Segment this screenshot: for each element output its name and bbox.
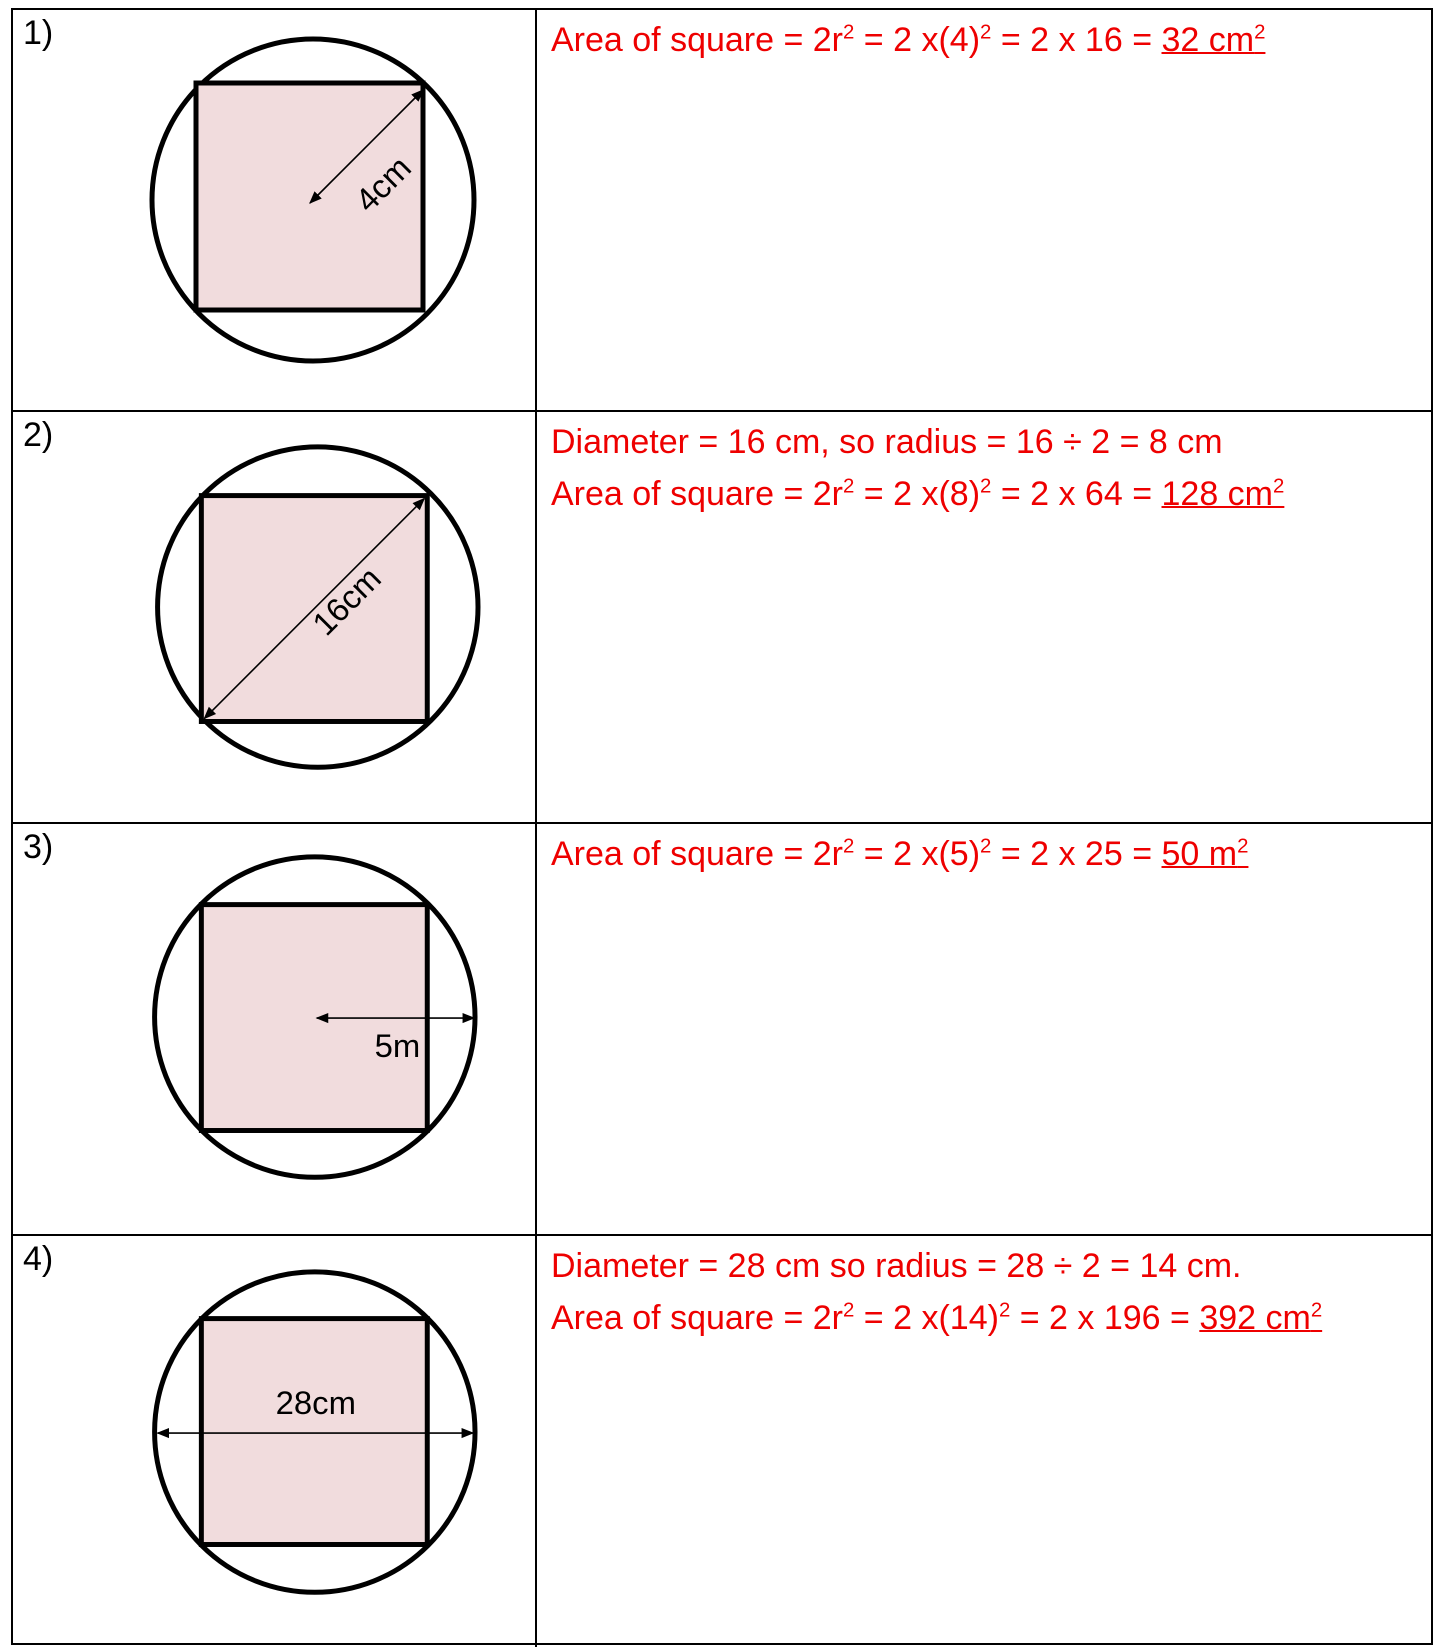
answer-text: Area of square = 2r2 = 2 x(4)2 = 2 x 16 …: [551, 14, 1265, 66]
question-row-3: 3) 5m Area of square = 2r2 = 2 x(5)2 = 2…: [13, 822, 1431, 1234]
answer-cell-3: Area of square = 2r2 = 2 x(5)2 = 2 x 25 …: [537, 824, 1431, 1234]
answer-line: Diameter = 28 cm so radius = 28 ÷ 2 = 14…: [551, 1247, 1242, 1285]
question-number: 2): [23, 416, 54, 454]
answer-line: Area of square = 2r2 = 2 x(5)2 = 2 x 25 …: [551, 835, 1249, 873]
measurement-label: 5m: [375, 1027, 421, 1064]
answer-result: 50 m2: [1161, 835, 1249, 873]
circle-square-diagram-3: 5m: [152, 854, 478, 1180]
question-row-1: 1) 4cm Area of square = 2r2 = 2 x(4)2 = …: [13, 10, 1431, 410]
question-number: 3): [23, 828, 54, 866]
diagram-cell-2: 2) 16cm: [13, 412, 537, 822]
diameter-arrow: [203, 497, 426, 720]
question-row-4: 4) 28cm Diameter = 28 cm so radius = 28 …: [13, 1234, 1431, 1647]
diagram-cell-3: 3) 5m: [13, 824, 537, 1234]
inscribed-square: [198, 1316, 430, 1547]
answer-cell-4: Diameter = 28 cm so radius = 28 ÷ 2 = 14…: [537, 1236, 1431, 1647]
circle-square-diagram-1: 4cm: [149, 36, 477, 364]
answer-line: Area of square = 2r2 = 2 x(8)2 = 2 x 64 …: [551, 475, 1285, 513]
answer-result: 128 cm2: [1161, 475, 1285, 513]
diagram-cell-1: 1) 4cm: [13, 10, 537, 410]
answer-result: 392 cm2: [1199, 1299, 1323, 1337]
answer-text: Diameter = 16 cm, so radius = 16 ÷ 2 = 8…: [551, 416, 1284, 520]
question-number: 4): [23, 1240, 54, 1278]
circle-square-diagram-2: 16cm: [155, 444, 481, 770]
answer-line: Area of square = 2r2 = 2 x(4)2 = 2 x 16 …: [551, 21, 1266, 59]
radius-arrow: [309, 89, 424, 204]
question-number: 1): [23, 14, 54, 52]
worksheet-table: 1) 4cm Area of square = 2r2 = 2 x(4)2 = …: [11, 8, 1433, 1647]
answer-line: Area of square = 2r2 = 2 x(14)2 = 2 x 19…: [551, 1299, 1323, 1337]
answer-cell-2: Diameter = 16 cm, so radius = 16 ÷ 2 = 8…: [537, 412, 1431, 822]
circle-square-diagram-4: 28cm: [152, 1269, 478, 1595]
diagram-cell-4: 4) 28cm: [13, 1236, 537, 1647]
measurement-label: 28cm: [276, 1384, 356, 1421]
answer-text: Area of square = 2r2 = 2 x(5)2 = 2 x 25 …: [551, 828, 1248, 880]
answer-line: Diameter = 16 cm, so radius = 16 ÷ 2 = 8…: [551, 423, 1223, 461]
answer-result: 32 cm2: [1161, 21, 1266, 59]
answer-cell-1: Area of square = 2r2 = 2 x(4)2 = 2 x 16 …: [537, 10, 1431, 410]
answer-text: Diameter = 28 cm so radius = 28 ÷ 2 = 14…: [551, 1240, 1322, 1344]
question-row-2: 2) 16cm Diameter = 16 cm, so radius = 16…: [13, 410, 1431, 822]
